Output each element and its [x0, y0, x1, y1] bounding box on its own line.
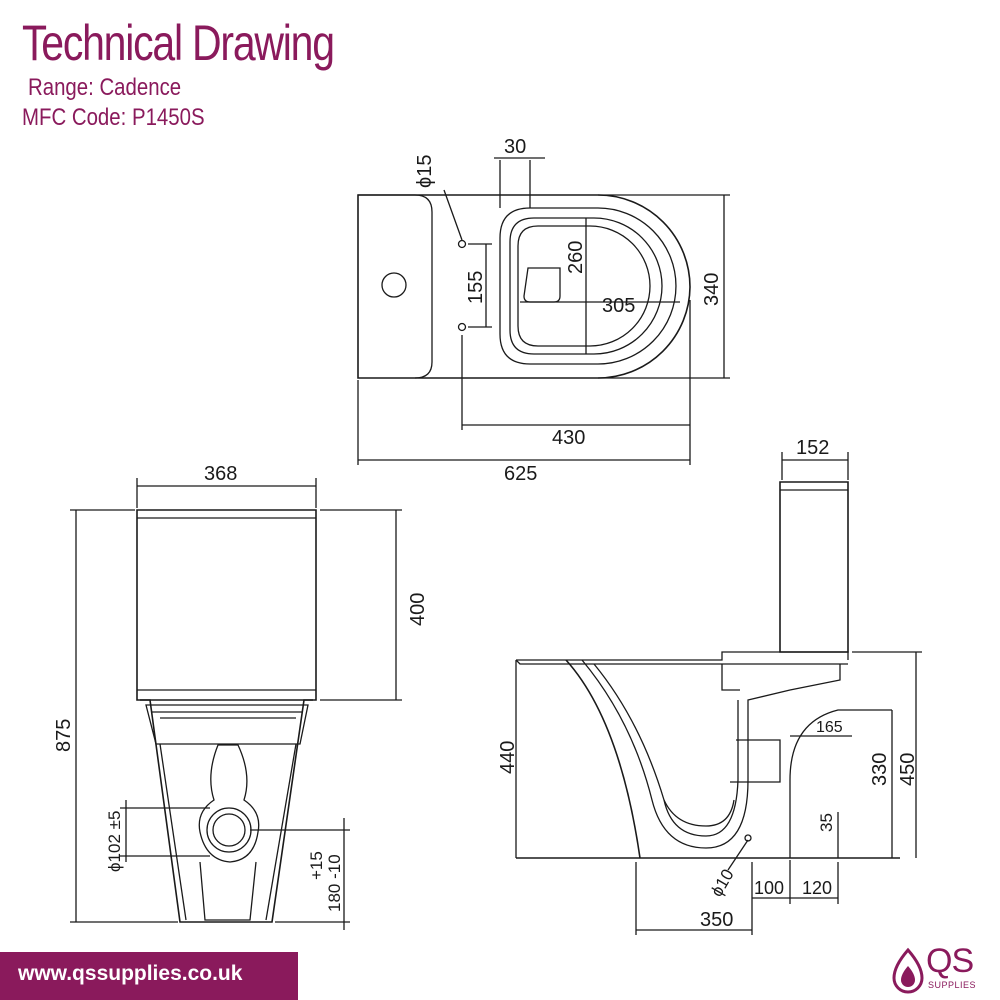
dim-fixing-hole-dia: ϕ10: [707, 866, 738, 900]
dim-outlet-height: 180 -10: [325, 854, 344, 912]
mfc-code-label: MFC Code: P1450S: [22, 104, 205, 131]
dim-offset: 30: [504, 136, 526, 158]
side-view: [515, 452, 922, 935]
dim-cistern-width: 368: [204, 463, 237, 485]
dim-fixing-offset-a: 100: [754, 878, 784, 898]
dim-outlet-offset: 165: [816, 719, 843, 736]
website-link[interactable]: www.qssupplies.co.uk: [18, 962, 243, 985]
dim-fixing-to-front: 430: [552, 427, 585, 449]
dim-inner-depth: 260: [565, 241, 587, 274]
dim-outlet-tolerance: +15: [307, 851, 326, 880]
dim-pan-height: 440: [497, 741, 519, 774]
top-view: [357, 157, 730, 465]
dim-fixing-spacing: 155: [465, 271, 487, 304]
dim-base-depth: 350: [700, 909, 733, 931]
dim-hole-dia: ϕ15: [414, 155, 436, 188]
dim-outlet-center-height: 330: [869, 753, 891, 786]
footer-bar: www.qssupplies.co.uk: [0, 952, 298, 1000]
dim-overall-width: 340: [701, 273, 723, 306]
dim-overall-length: 625: [504, 463, 537, 485]
dim-inner-width: 305: [602, 295, 635, 317]
dim-rim-height: 450: [897, 753, 919, 786]
qs-supplies-logo: QS SUPPLIES: [888, 942, 998, 1000]
droplet-logo-icon: [892, 947, 924, 994]
tap-hole: [381, 272, 407, 298]
page-title: Technical Drawing: [22, 15, 335, 71]
dim-cistern-depth: 152: [796, 437, 829, 459]
dim-outlet-clearance: 35: [817, 813, 836, 832]
logo-text: QS: [926, 942, 974, 980]
dim-overall-height: 875: [53, 719, 75, 752]
range-label: Range: Cadence: [28, 74, 182, 101]
dim-fixing-offset-b: 120: [802, 878, 832, 898]
dim-cistern-height: 400: [407, 593, 429, 626]
front-view: [70, 478, 402, 930]
dim-outlet-dia: ϕ102 ±5: [105, 811, 124, 872]
logo-subtext: SUPPLIES: [928, 980, 977, 990]
